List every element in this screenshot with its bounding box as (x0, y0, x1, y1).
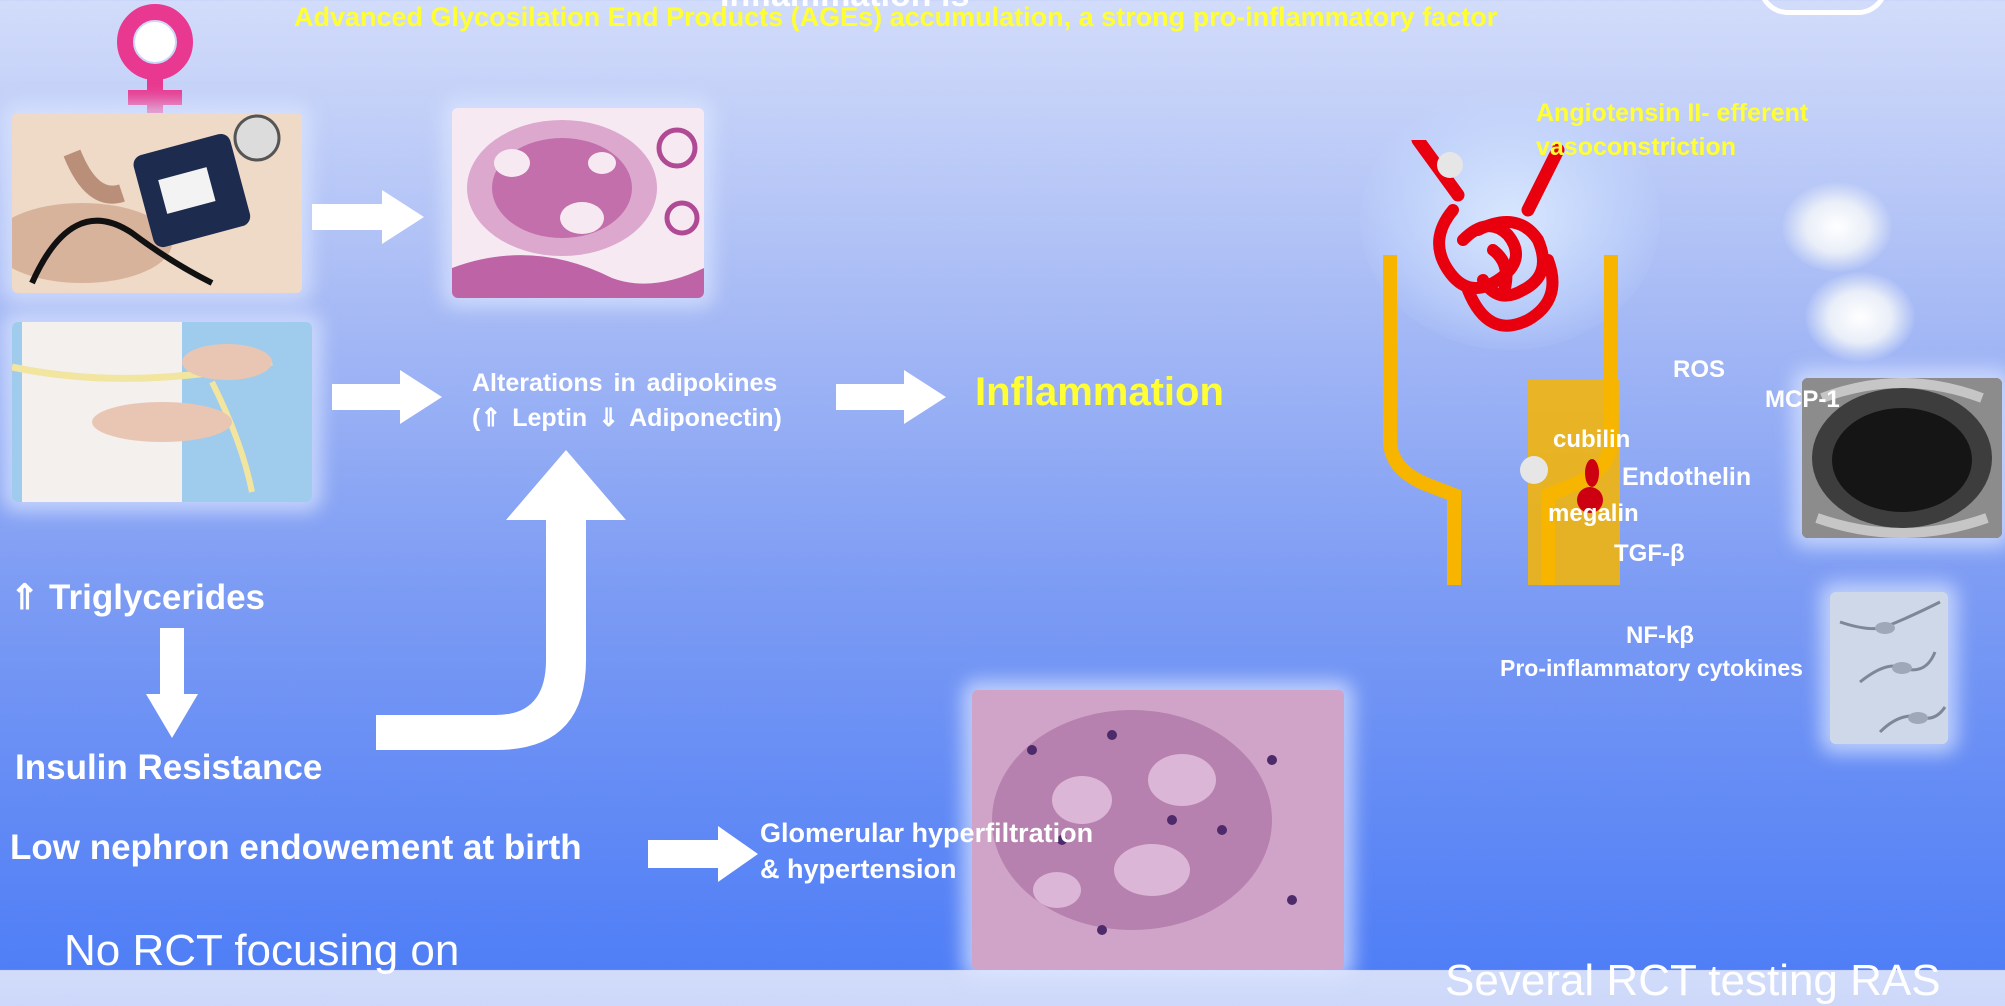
arrow-triglycerides-to-insulin (146, 628, 198, 738)
fibroblast-cells-image (1830, 592, 1948, 744)
nfkb-label: NF-kβ (1626, 622, 1694, 650)
triglycerides-label: ⇑ Triglycerides (10, 578, 265, 618)
endothelin-label: Endothelin (1622, 463, 1751, 492)
inflammation-label: Inflammation (975, 370, 1224, 415)
female-symbol-icon (110, 2, 200, 130)
cubilin-label: cubilin (1553, 426, 1630, 454)
angiotensin-text: Angiotensin II- efferent vasoconstrictio… (1536, 96, 1808, 164)
arrow-insulin-to-adipokines (376, 450, 660, 782)
hyperfiltration-line-1: Glomerular hyperfiltration (760, 815, 1093, 851)
arrow-adipokines-to-inflammation (836, 370, 946, 424)
ros-particle-cloud-2 (1805, 272, 1915, 362)
cytokines-label: Pro-inflammatory cytokines (1500, 655, 1803, 682)
header-decoration (1758, 0, 1888, 15)
arrow-bp-to-histology (312, 190, 424, 244)
hyperfiltration-line-2: & hypertension (760, 851, 1093, 887)
mcp1-label: MCP-1 (1765, 386, 1840, 414)
arrow-nephron-to-hyperfiltration (648, 826, 758, 882)
no-rct-text: No RCT focusing on (64, 926, 459, 976)
adipokines-line-1: Alterations in adipokines (472, 366, 782, 401)
hyperfiltration-text: Glomerular hyperfiltration & hypertensio… (760, 815, 1093, 887)
several-rct-text: Several RCT testing RAS (1445, 956, 1941, 1006)
tgf-beta-label: TGF-β (1614, 540, 1685, 568)
ros-particle-cloud-1 (1782, 182, 1892, 272)
ages-text: Advanced Glycosilation End Products (AGE… (294, 2, 1497, 33)
megalin-label: megalin (1548, 500, 1639, 528)
insulin-resistance-label: Insulin Resistance (15, 748, 322, 788)
waist-measurement-photo (12, 322, 312, 502)
kidney-histology-image-top (452, 108, 704, 298)
adipokines-line-2: (⇑ Leptin ⇓ Adiponectin) (472, 401, 782, 436)
ros-label: ROS (1673, 356, 1725, 384)
angiotensin-line-1: Angiotensin II- efferent (1536, 96, 1808, 130)
angiotensin-line-2: vasoconstriction (1536, 130, 1808, 164)
blood-pressure-photo (12, 113, 302, 293)
low-nephron-label: Low nephron endowement at birth (10, 828, 582, 868)
arrow-waist-to-adipokines (332, 370, 442, 424)
nephron-diagram (1378, 140, 1638, 600)
adipokines-text: Alterations in adipokines (⇑ Leptin ⇓ Ad… (472, 366, 782, 436)
